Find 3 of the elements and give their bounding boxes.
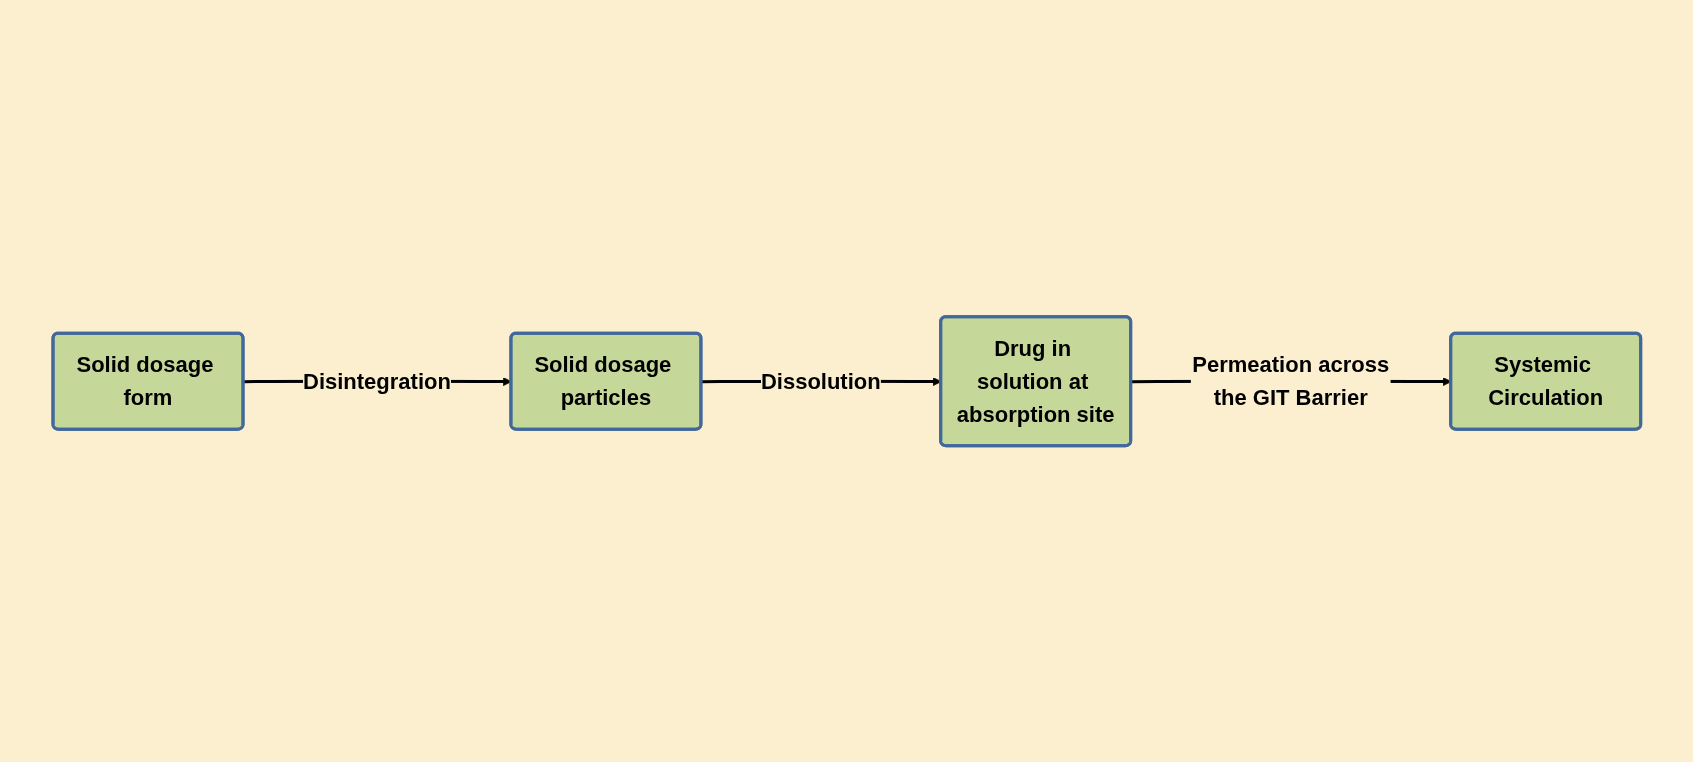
edge-label: Dissolution <box>760 368 881 394</box>
edge-label: Permeation across the GIT Barrier <box>1191 351 1389 410</box>
edge-label: Disintegration <box>302 368 451 394</box>
